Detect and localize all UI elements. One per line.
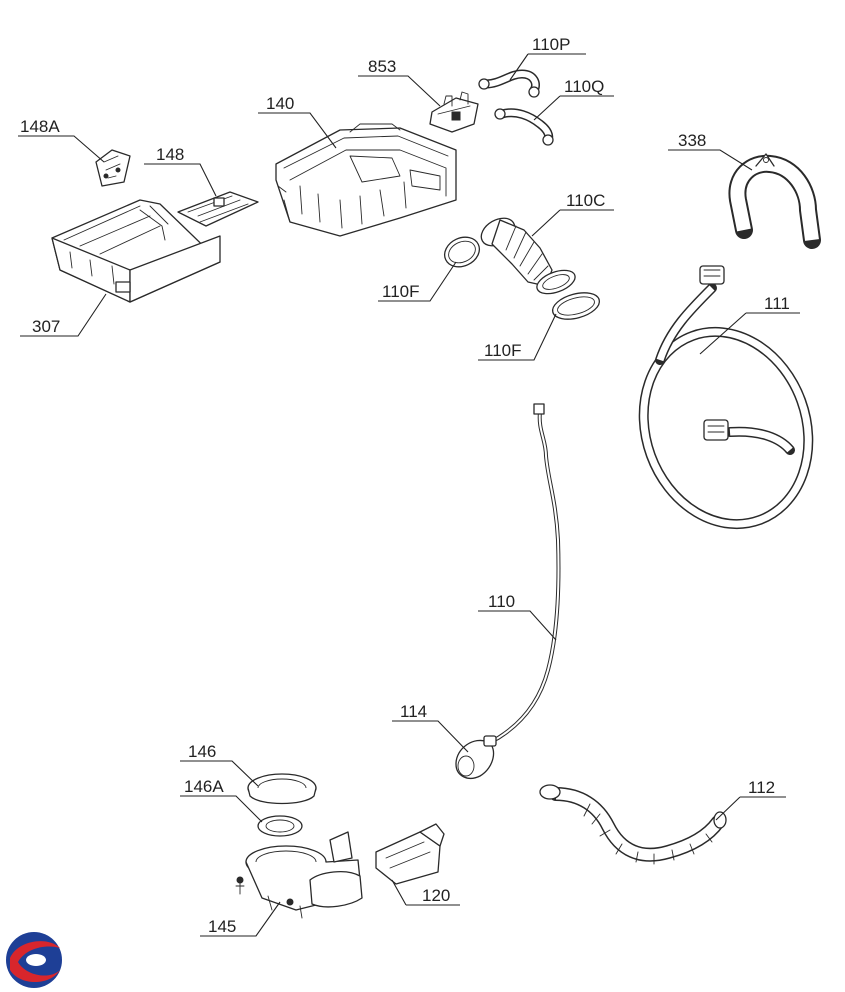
label-307: 307 (32, 317, 60, 336)
label-110: 110 (488, 592, 515, 611)
part-111-inlet-hose (638, 265, 814, 530)
part-148a-clip (95, 149, 131, 187)
brand-logo (6, 932, 62, 988)
label-146: 146 (188, 742, 216, 761)
label-148: 148 (156, 145, 184, 164)
label-148a: 148A (20, 117, 60, 136)
label-110f-right: 110F (484, 341, 522, 360)
part-110-pressure-hose (482, 403, 561, 746)
label-120: 120 (422, 886, 450, 905)
part-145-pump-housing (235, 831, 363, 919)
callout-labels: 853 110P 110Q 140 148A 148 338 110C 110F… (20, 35, 790, 936)
part-112-drain-hose (539, 784, 727, 865)
label-146a: 146A (184, 777, 224, 796)
part-120-drain-filter (375, 823, 445, 885)
part-148-plate (177, 191, 259, 227)
part-853-valve (429, 91, 479, 133)
label-338: 338 (678, 131, 706, 150)
label-110p: 110P (532, 35, 570, 54)
label-114: 114 (400, 702, 427, 721)
part-140-dispenser-housing (275, 123, 457, 237)
label-145: 145 (208, 917, 236, 936)
logo-center (26, 954, 46, 966)
part-338-hose-guide (728, 153, 821, 249)
part-110q-hose (494, 108, 554, 146)
label-140: 140 (266, 94, 294, 113)
part-110c-bellows (480, 217, 576, 295)
logo-swoosh (10, 941, 60, 982)
part-114-pressure-switch (455, 735, 497, 779)
label-112: 112 (748, 778, 775, 797)
label-853: 853 (368, 57, 396, 76)
label-110f-left: 110F (382, 282, 420, 301)
label-110c: 110C (566, 191, 605, 210)
leader-lines (18, 53, 800, 937)
part-110p-hose (478, 69, 540, 98)
part-110f-clamp-left (443, 236, 481, 268)
label-110q: 110Q (564, 77, 604, 96)
label-111: 111 (764, 294, 790, 313)
part-146-ring (247, 773, 317, 805)
part-307-drawer (51, 199, 221, 303)
part-146a-seal (257, 815, 303, 837)
part-110f-clamp-right (551, 292, 601, 320)
